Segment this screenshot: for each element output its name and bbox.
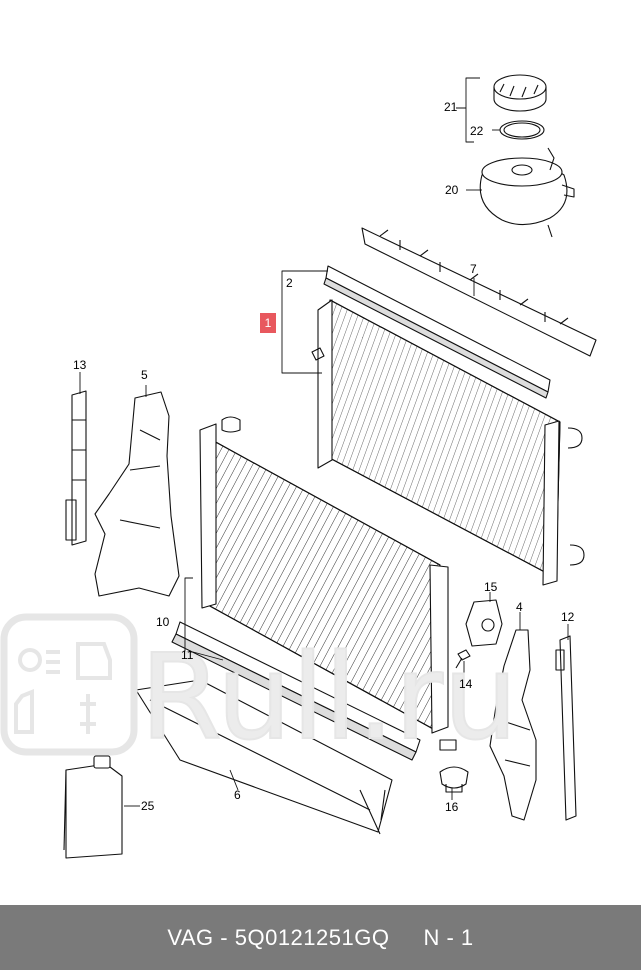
- parts-diagram: [63, 74, 597, 859]
- callout-5: 5: [141, 368, 148, 382]
- callout-21: 21: [444, 100, 458, 114]
- air-guide-upper: [361, 227, 597, 357]
- air-duct-right: [489, 629, 537, 821]
- side-bracket-left: [65, 390, 87, 546]
- expansion-cap: [493, 74, 547, 112]
- air-guide-lower: [135, 679, 393, 835]
- callout-25: 25: [141, 799, 155, 813]
- bracket-15: [465, 599, 503, 647]
- expansion-tank: [479, 147, 575, 238]
- callout-20: 20: [445, 183, 459, 197]
- callout-2: 2: [286, 276, 293, 290]
- callout-16: 16: [445, 800, 459, 814]
- callout-12: 12: [561, 610, 575, 624]
- footer-brand: VAG: [167, 924, 214, 950]
- seal-strip: [323, 265, 551, 399]
- air-duct-left: [94, 391, 180, 597]
- callout-6: 6: [234, 788, 241, 802]
- callout-4: 4: [516, 600, 523, 614]
- callout-11: 11: [181, 648, 194, 662]
- o-ring: [499, 120, 545, 140]
- screw-14: [455, 649, 471, 669]
- callout-15: 15: [484, 580, 498, 594]
- lower-seal: [171, 621, 421, 761]
- callout-10: 10: [156, 615, 170, 629]
- footer-part-number: 5Q0121251GQ: [234, 924, 390, 950]
- footer-sheet: N - 1: [423, 924, 474, 950]
- radiator-main: [311, 299, 585, 586]
- callout-7: 7: [470, 262, 477, 276]
- mount-16: [439, 766, 469, 793]
- callout-1: 1: [260, 313, 276, 333]
- callout-22: 22: [470, 124, 484, 138]
- coolant-bottle: [63, 755, 123, 859]
- side-bracket-right: [555, 635, 577, 821]
- callout-14: 14: [459, 677, 473, 691]
- footer-bar: VAG - 5Q0121251GQ N - 1: [0, 905, 641, 970]
- callout-13: 13: [73, 358, 87, 372]
- radiator-secondary: [199, 416, 457, 751]
- footer-dash: -: [220, 924, 229, 950]
